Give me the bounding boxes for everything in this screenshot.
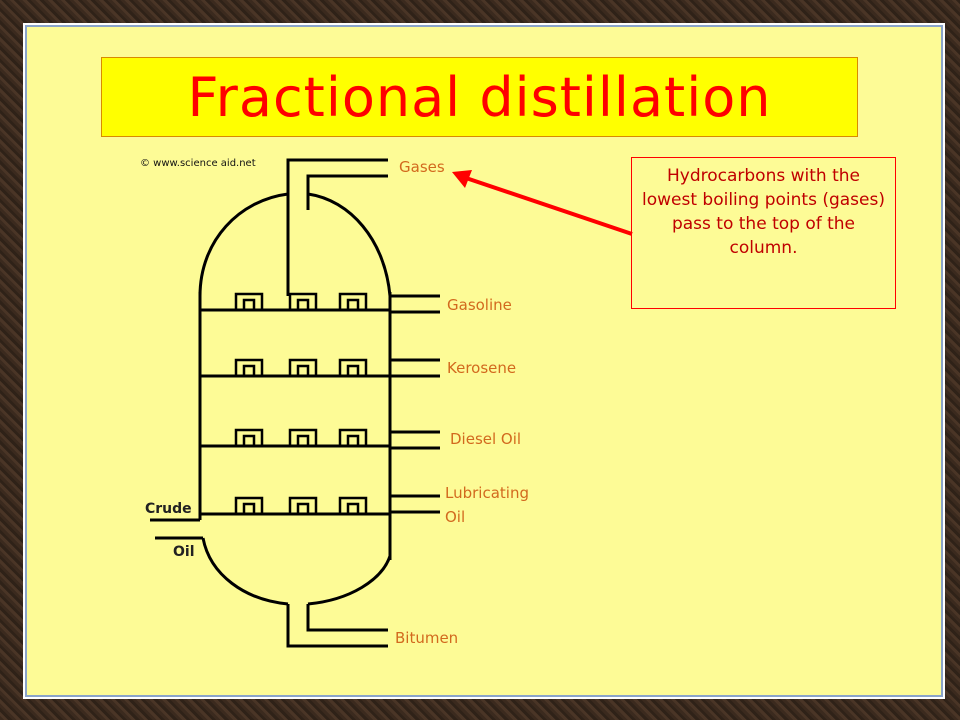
slide-title: Fractional distillation <box>187 65 772 129</box>
title-box: Fractional distillation <box>101 57 858 137</box>
kerosene-outlet <box>390 358 440 378</box>
label-lubricating-oil: Oil <box>445 508 465 526</box>
bubble-caps-tray-2 <box>234 358 368 376</box>
bubble-caps-tray-1 <box>234 292 368 310</box>
callout-text: Hydrocarbons with the lowest boiling poi… <box>641 166 885 258</box>
column-bottom-left <box>201 537 289 606</box>
column-bottom-right <box>307 555 392 606</box>
column-dome <box>198 192 289 297</box>
top-pipe-right <box>306 174 388 210</box>
label-diesel: Diesel Oil <box>450 430 521 448</box>
label-oil: Oil <box>173 544 195 560</box>
lubricating-outlet <box>390 494 440 514</box>
label-kerosene: Kerosene <box>447 359 516 377</box>
label-crude: Crude <box>145 501 192 517</box>
bottom-pipe-left <box>286 604 388 648</box>
gasoline-outlet <box>390 294 440 314</box>
column-dome-right <box>307 192 392 297</box>
copyright-text: © www.science aid.net <box>140 158 256 169</box>
bubble-caps-tray-4 <box>234 496 368 514</box>
bottom-pipe-right <box>306 604 388 632</box>
top-pipe-left <box>286 158 388 296</box>
bubble-caps-tray-3 <box>234 428 368 446</box>
label-gases: Gases <box>399 158 445 176</box>
label-lubricating: Lubricating <box>445 484 529 502</box>
label-gasoline: Gasoline <box>447 296 512 314</box>
diesel-outlet <box>390 430 440 450</box>
callout-box: Hydrocarbons with the lowest boiling poi… <box>631 157 896 309</box>
label-bitumen: Bitumen <box>395 629 458 647</box>
callout-arrow <box>452 170 633 236</box>
